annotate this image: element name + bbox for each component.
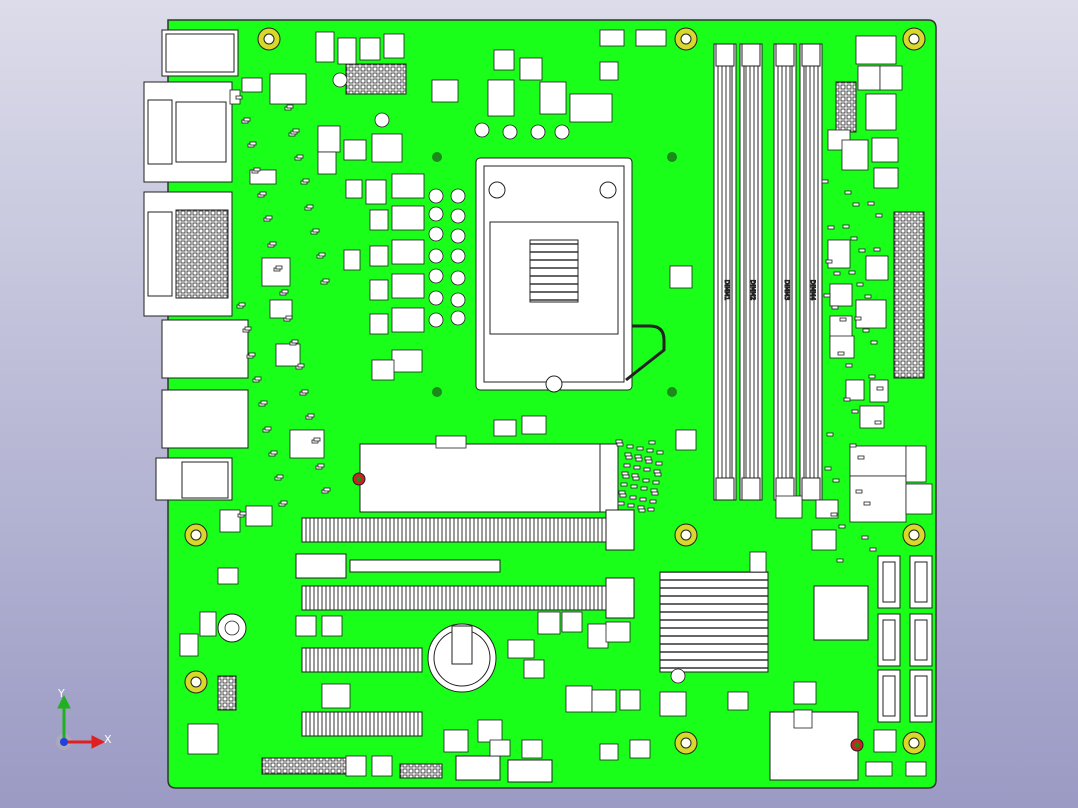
front-panel-header (261, 757, 347, 775)
sata-port (877, 613, 901, 667)
m2-card (359, 443, 601, 513)
dimm-label: DIMM1 (723, 280, 730, 301)
atx-24pin-connector (893, 211, 925, 379)
usb-ethernet-stack (161, 319, 249, 379)
dimm-slot: DIMM3 (773, 43, 797, 501)
sata-port (909, 613, 933, 667)
rear-io-panel (143, 29, 249, 501)
sata-port (877, 669, 901, 723)
sata-port (909, 555, 933, 609)
sata-port (877, 555, 901, 609)
super-io-chip (813, 585, 869, 641)
usb-header (399, 763, 443, 779)
y-axis-label: Y (58, 687, 65, 700)
coordinate-triad (56, 694, 106, 750)
unplated-holes (432, 152, 677, 397)
dimm-slots: DIMM1 DIMM2 DIMM3 DIMM4 (713, 43, 823, 501)
pci-slot-1 (301, 647, 423, 673)
m2-wifi-module (769, 711, 859, 781)
dimm-label: DIMM3 (783, 280, 790, 301)
dimm-slot: DIMM2 (739, 43, 763, 501)
pcie-x16-slot-2 (301, 585, 609, 611)
cmos-battery (427, 623, 497, 693)
dimm-label: DIMM2 (749, 280, 756, 301)
audio-header (217, 675, 237, 711)
fan-header (835, 81, 857, 133)
dimm-slot: DIMM1 (713, 43, 737, 501)
cpu-socket (475, 157, 666, 393)
smd-components (179, 29, 933, 777)
mounting-holes (184, 27, 926, 755)
usb-stack-top (161, 29, 239, 77)
pcie-x16-slot-1 (301, 517, 609, 543)
usb-connector-a (455, 755, 501, 781)
z-axis-dot (60, 738, 68, 746)
cpu-8pin-connector (345, 63, 407, 95)
chipset-heatsink (659, 571, 769, 673)
sata-connectors (877, 555, 933, 723)
usb-connector-b (507, 759, 553, 783)
expansion-slots (295, 443, 635, 737)
fiducials (352, 472, 864, 752)
dimm-slot: DIMM4 (799, 43, 823, 501)
usb-stack-bottom (161, 389, 249, 449)
pci-slot-2 (301, 711, 423, 737)
sata-port (909, 669, 933, 723)
dimm-label: DIMM4 (809, 280, 816, 301)
x-axis-label: X (104, 733, 112, 746)
